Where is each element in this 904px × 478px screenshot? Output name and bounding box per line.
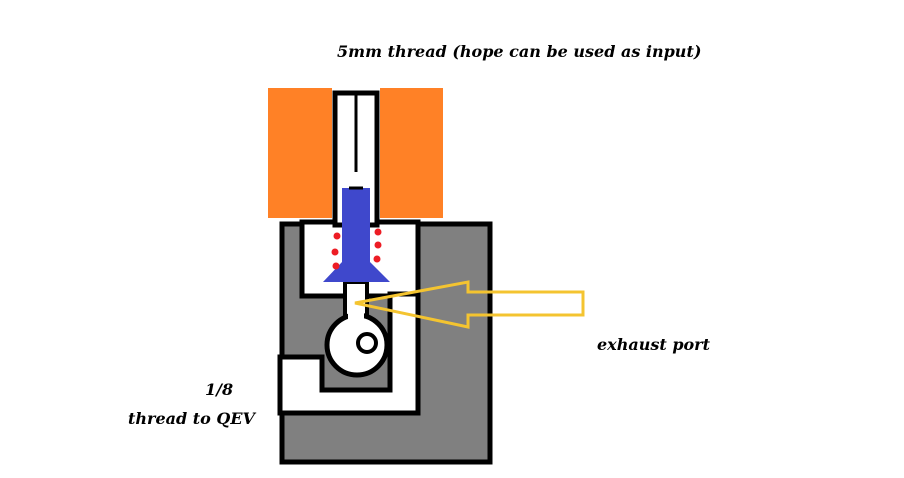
exhaust-arrow [354,280,585,329]
spring-dots [331,228,382,270]
orange-block-left [268,88,332,218]
input-thread-label: 5mm thread (hope can be used as input) [337,42,702,61]
exhaust-channel [277,291,421,416]
orange-block-right [380,88,443,218]
qev-size-label: 1/8 [205,380,234,399]
ball [356,332,378,354]
exhaust-port-label: exhaust port [597,335,710,354]
blue-poppet [323,188,390,282]
qev-thread-label: thread to QEV [128,409,255,428]
